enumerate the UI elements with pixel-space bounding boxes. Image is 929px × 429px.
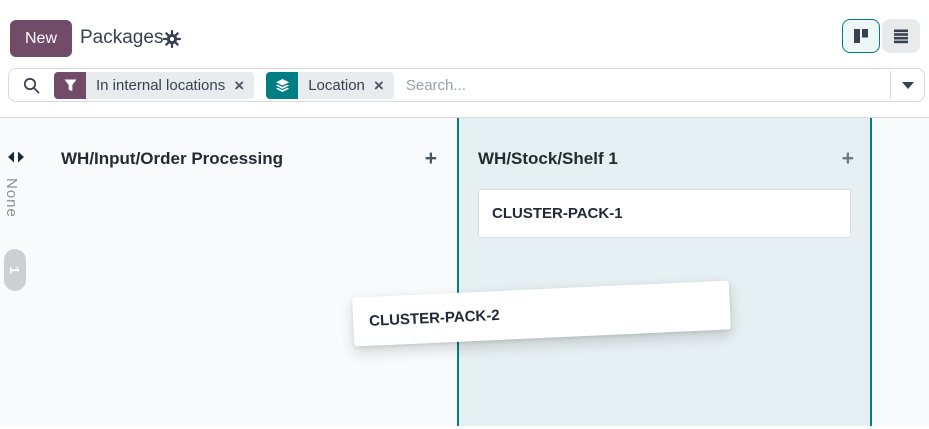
chevron-down-icon — [901, 81, 914, 89]
gear-icon[interactable] — [163, 30, 181, 48]
search-input[interactable] — [405, 76, 890, 94]
folded-column-none[interactable]: None 1 — [0, 118, 42, 426]
kanban-board: None 1 WH/Input/Order Processing + WH/St… — [0, 117, 929, 426]
add-card-button[interactable]: + — [841, 147, 854, 170]
layers-icon — [266, 71, 299, 99]
search-facet-groupby: Location × — [266, 71, 394, 99]
kanban-icon — [854, 29, 868, 43]
facet-remove-icon[interactable]: × — [373, 75, 384, 95]
column-title: WH/Input/Order Processing — [61, 148, 283, 168]
facet-remove-icon[interactable]: × — [234, 75, 245, 95]
list-icon — [894, 29, 908, 44]
search-facet-filter: In internal locations × — [54, 71, 255, 99]
folded-column-count-badge: 1 — [4, 249, 26, 291]
kanban-column-order-processing: WH/Input/Order Processing + — [42, 118, 457, 426]
view-switcher — [842, 19, 920, 53]
kanban-view-button[interactable] — [842, 19, 880, 53]
filter-icon — [54, 71, 86, 99]
facet-label: In internal locations — [96, 76, 226, 94]
facet-label: Location — [308, 76, 365, 94]
unfold-icon[interactable] — [8, 151, 24, 163]
page-title: Packages — [80, 27, 164, 48]
search-icon — [23, 77, 40, 94]
column-header: WH/Stock/Shelf 1 + — [459, 118, 870, 169]
search-bar: In internal locations × Location × — [8, 68, 925, 102]
search-options-toggle[interactable] — [891, 69, 924, 101]
kanban-card-cluster-pack-1[interactable]: CLUSTER-PACK-1 — [478, 189, 851, 238]
list-view-button[interactable] — [882, 19, 920, 53]
column-header: WH/Input/Order Processing + — [42, 118, 457, 169]
search-divider — [890, 71, 891, 99]
new-button[interactable]: New — [10, 20, 73, 57]
add-card-button[interactable]: + — [424, 147, 437, 170]
column-title: WH/Stock/Shelf 1 — [478, 148, 618, 168]
folded-column-title: None — [3, 178, 20, 218]
kanban-column-shelf-1: WH/Stock/Shelf 1 + CLUSTER-PACK-1 — [457, 118, 872, 426]
